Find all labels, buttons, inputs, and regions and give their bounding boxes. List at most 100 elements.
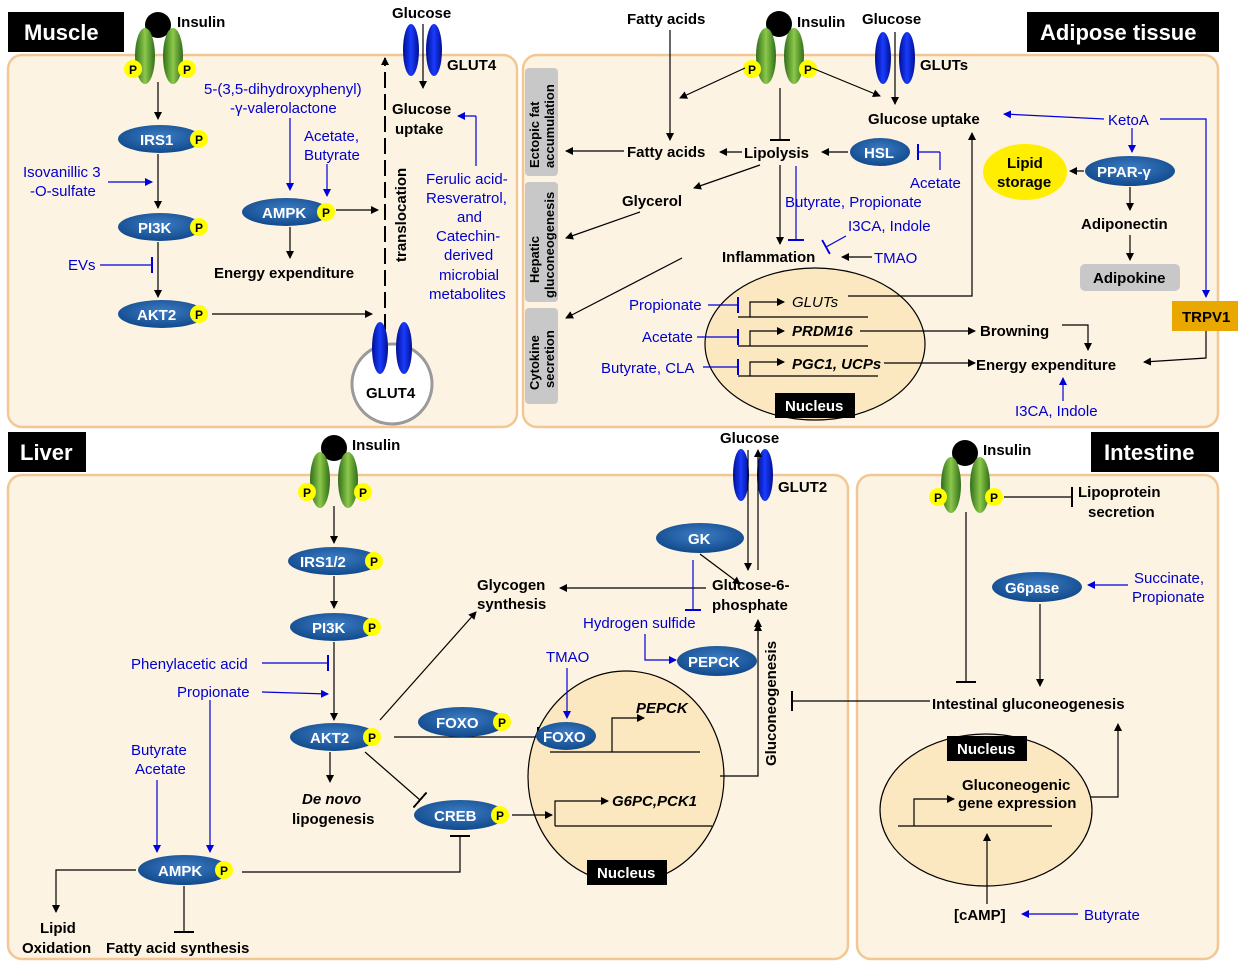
intestine-panel [855, 473, 1220, 961]
liver-glut2-icon [733, 449, 773, 501]
muscle-butyrate: Butyrate [304, 147, 360, 164]
adipose-acetate2: Acetate [642, 329, 693, 346]
svg-text:FOXO: FOXO [543, 729, 586, 746]
svg-text:PEPCK: PEPCK [688, 654, 740, 671]
intestine-lipoprotein-1: Lipoprotein [1078, 484, 1161, 501]
muscle-glucose-uptake-2: uptake [395, 121, 443, 138]
adipose-gluts-label: GLUTs [920, 57, 968, 74]
adipose-adipokine-box [1080, 264, 1180, 291]
svg-text:GK: GK [688, 531, 711, 548]
adipose-gene-pgc1: PGC1, UCPs [792, 356, 881, 373]
adipose-insulin-receptor-icon: P P [743, 11, 817, 84]
intestine-lipoprotein-2: secretion [1088, 504, 1155, 521]
adipose-propionate: Propionate [629, 297, 702, 314]
liver-de-novo: De novo [302, 791, 361, 808]
svg-text:CREB: CREB [434, 808, 477, 825]
intestine-g6pase-node: G6pase [992, 572, 1082, 602]
svg-text:Hepatic: Hepatic [527, 236, 542, 283]
svg-text:Catechin-: Catechin- [436, 228, 500, 245]
svg-text:P: P [990, 491, 998, 505]
muscle-glucose-label: Glucose [392, 5, 451, 22]
svg-text:P: P [368, 731, 376, 745]
svg-text:P: P [498, 716, 506, 730]
adipose-title: Adipose tissue [1040, 20, 1196, 45]
adipose-i3ca-indole: I3CA, Indole [848, 218, 931, 235]
intestine-succinate: Succinate, [1134, 570, 1204, 587]
svg-text:P: P [303, 486, 311, 500]
liver-propionate: Propionate [177, 684, 250, 701]
adipose-gene-prdm16: PRDM16 [792, 323, 854, 340]
liver-nucleus-label-box [587, 860, 667, 885]
adipose-ppar-node: PPAR-γ [1085, 156, 1175, 186]
svg-text:PI3K: PI3K [312, 620, 346, 637]
intestine-nucleus-label: Nucleus [957, 741, 1015, 758]
svg-text:P: P [370, 555, 378, 569]
svg-text:Resveratrol,: Resveratrol, [426, 190, 507, 207]
svg-text:AMPK: AMPK [262, 205, 306, 222]
liver-glut2-label: GLUT2 [778, 479, 827, 496]
adipose-energy-expenditure: Energy expenditure [976, 357, 1116, 374]
adipose-glucose-label: Glucose [862, 11, 921, 28]
liver-insulin-label: Insulin [352, 437, 400, 454]
adipose-lipid-storage: Lipid storage [983, 144, 1067, 200]
adipose-trpv1: TRPV1 [1182, 309, 1230, 326]
liver-h2s: Hydrogen sulfide [583, 615, 696, 632]
svg-text:Ectopic fat: Ectopic fat [527, 101, 542, 168]
muscle-pi3k-node: PI3K P [118, 213, 208, 241]
svg-text:Cytokine: Cytokine [527, 335, 542, 390]
liver-ampk-node: AMPK P [138, 855, 233, 885]
intestine-butyrate: Butyrate [1084, 907, 1140, 924]
muscle-glut4-top-icon [403, 24, 442, 76]
adipose-adipokine: Adipokine [1093, 270, 1166, 287]
liver-insulin-receptor-icon: P P [298, 435, 372, 508]
liver-glucose-label: Glucose [720, 430, 779, 447]
svg-text:P: P [368, 621, 376, 635]
liver-title-box [8, 432, 86, 472]
adipose-gluts-icon [875, 32, 915, 84]
svg-text:P: P [195, 133, 203, 147]
adipose-browning: Browning [980, 323, 1049, 340]
adipose-butyrate-cla: Butyrate, CLA [601, 360, 694, 377]
liver-glycogen: Glycogen [477, 577, 545, 594]
svg-text:Ferulic acid-: Ferulic acid- [426, 171, 508, 188]
adipose-nucleus-label: Nucleus [785, 398, 843, 415]
muscle-acetate: Acetate, [304, 128, 359, 145]
svg-text:Lipid: Lipid [1007, 155, 1043, 172]
adipose-tmao: TMAO [874, 250, 917, 267]
muscle-ferulic-text: Ferulic acid- Resveratrol, and Catechin-… [426, 171, 508, 303]
muscle-valerolactone-2: -γ-valerolactone [230, 100, 337, 117]
muscle-akt2-node: AKT2 P [118, 300, 208, 328]
liver-gene-pepck: PEPCK [636, 700, 689, 717]
liver-tmao: TMAO [546, 649, 589, 666]
svg-text:P: P [359, 486, 367, 500]
svg-text:P: P [496, 809, 504, 823]
svg-text:storage: storage [997, 174, 1051, 191]
liver-foxo-inner-node: FOXO [536, 722, 596, 750]
intestine-ign: Intestinal gluconeogenesis [932, 696, 1125, 713]
liver-gene-g6pc: G6PC,PCK1 [612, 793, 697, 810]
muscle-insulin-label: Insulin [177, 14, 225, 31]
liver-lipid: Lipid [40, 920, 76, 937]
muscle-valerolactone-1: 5-(3,5-dihydroxyphenyl) [204, 81, 362, 98]
svg-text:PPAR-γ: PPAR-γ [1097, 164, 1152, 181]
liver-synthesis: synthesis [477, 596, 546, 613]
intestine-insulin-receptor-icon: P P [929, 440, 1003, 513]
intestine-nucleus-icon [879, 733, 1093, 887]
svg-text:accumulation: accumulation [542, 84, 557, 168]
liver-g6p-2: phosphate [712, 597, 788, 614]
liver-akt2-node: AKT2 P [290, 723, 381, 751]
svg-text:G6pase: G6pase [1005, 580, 1059, 597]
muscle-title-box [8, 12, 124, 52]
liver-fatty-acid-synthesis: Fatty acid synthesis [106, 940, 249, 957]
muscle-title: Muscle [24, 20, 99, 45]
muscle-irs1-node: IRS1 P [118, 125, 208, 153]
adipose-ketoa: KetoA [1108, 112, 1149, 129]
svg-text:P: P [195, 221, 203, 235]
liver-phenylacetic: Phenylacetic acid [131, 656, 248, 673]
adipose-nucleus-icon [704, 267, 926, 421]
muscle-ampk-node: AMPK P [242, 198, 335, 226]
intestine-gene-expr-1: Gluconeogenic [962, 777, 1070, 794]
muscle-glut4-top-label: GLUT4 [447, 57, 497, 74]
adipose-inflammation: Inflammation [722, 249, 815, 266]
intestine-insulin-label: Insulin [983, 442, 1031, 459]
